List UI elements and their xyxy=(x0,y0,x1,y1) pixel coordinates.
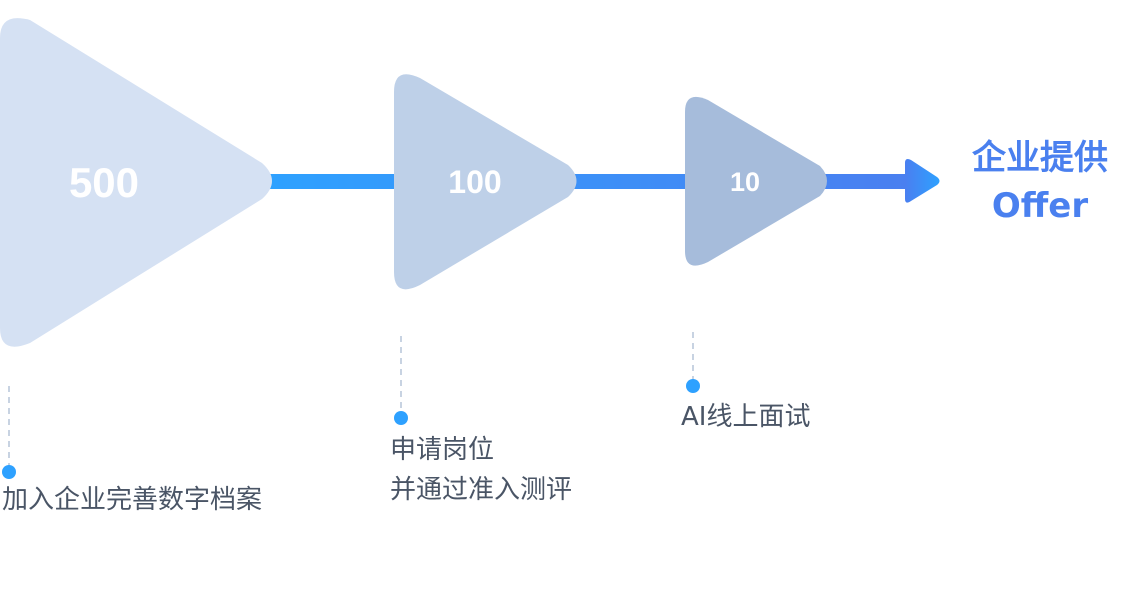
stage-caption-2: 申请岗位 并通过准入测评 xyxy=(390,430,572,510)
stage-triangle-500 xyxy=(0,18,272,347)
leader-dot-3 xyxy=(686,379,700,393)
stage-caption-3-line-1: AI线上面试 xyxy=(681,402,811,432)
arrow-head-icon xyxy=(905,159,940,203)
outcome-label: 企业提供 Offer xyxy=(952,134,1128,230)
outcome-line-1: 企业提供 xyxy=(972,138,1108,178)
leader-dot-2 xyxy=(394,411,408,425)
stage-triangle-10 xyxy=(685,96,827,266)
stage-caption-1-line-1: 加入企业完善数字档案 xyxy=(2,485,263,515)
stage-caption-2-line-2: 并通过准入测评 xyxy=(390,475,573,505)
stage-caption-1: 加入企业完善数字档案 xyxy=(2,480,262,520)
stage-value-10: 10 xyxy=(730,167,760,197)
outcome-line-2: Offer xyxy=(991,186,1089,226)
stage-caption-2-line-1: 申请岗位 xyxy=(390,435,495,465)
leader-dot-1 xyxy=(2,465,16,479)
stage-triangle-100 xyxy=(394,74,577,290)
stage-value-100: 100 xyxy=(448,164,501,200)
stage-value-500: 500 xyxy=(69,159,139,206)
stage-caption-3: AI线上面试 xyxy=(681,397,810,437)
